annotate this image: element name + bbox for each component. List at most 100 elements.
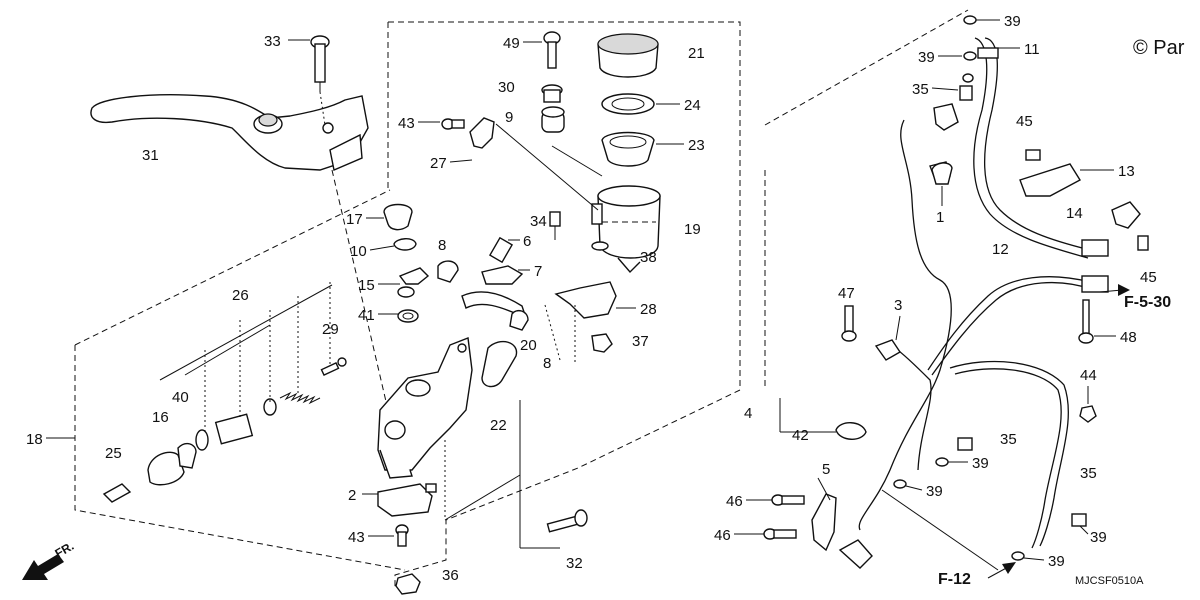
callout-45a: 45 <box>1016 113 1033 130</box>
callout-31: 31 <box>142 147 159 164</box>
joint-6-7 <box>481 236 524 285</box>
callout-23: 23 <box>688 137 705 154</box>
callout-32: 32 <box>566 555 583 572</box>
callout-38: 38 <box>640 249 657 266</box>
master-cylinder-frame <box>74 21 741 590</box>
callout-22: 22 <box>490 417 507 434</box>
callout-37: 37 <box>632 333 649 350</box>
callout-7: 7 <box>534 263 542 280</box>
callout-47: 47 <box>838 285 855 302</box>
callout-40: 40 <box>172 389 189 406</box>
leader <box>331 169 389 411</box>
brake-hose-11 <box>973 37 1091 259</box>
clamp-42 <box>835 422 867 440</box>
collar-30 <box>541 84 563 103</box>
callout-12: 12 <box>992 241 1009 258</box>
callout-8b: 8 <box>543 355 551 372</box>
bolts-45 <box>1025 149 1149 251</box>
washer-38 <box>591 241 609 251</box>
brake-lever <box>90 94 369 171</box>
callout-15: 15 <box>358 277 375 294</box>
guide <box>159 284 333 381</box>
reservoir-19 <box>591 185 661 274</box>
callout-1: 1 <box>936 209 944 226</box>
callout-18: 18 <box>26 431 43 448</box>
callout-39b: 39 <box>918 49 935 66</box>
callout-41: 41 <box>358 307 375 324</box>
stay-27 <box>441 117 495 149</box>
bolt-32 <box>546 509 588 533</box>
holder-clamp <box>481 340 518 388</box>
bolt-46 <box>763 494 805 540</box>
callout-39f: 39 <box>1048 553 1065 570</box>
oring-41 <box>397 309 419 323</box>
joint-15 <box>397 267 430 298</box>
callout-24: 24 <box>684 97 701 114</box>
diagram-code: MJCSF0510A <box>1075 575 1144 587</box>
callout-45b: 45 <box>1140 269 1157 286</box>
callout-35a: 35 <box>912 81 929 98</box>
callout-8a: 8 <box>438 237 446 254</box>
guide <box>544 304 561 361</box>
callout-11: 11 <box>1024 41 1040 58</box>
plate-24 <box>601 93 655 115</box>
stay-28 <box>554 281 617 319</box>
callout-39e: 39 <box>1090 529 1107 546</box>
boot-17 <box>383 203 413 231</box>
copyright-text: © Par <box>1133 37 1185 59</box>
leader <box>551 145 603 177</box>
callout-6: 6 <box>523 233 531 250</box>
nut-37 <box>591 333 613 353</box>
brake-light-switch <box>377 483 437 517</box>
callout-42: 42 <box>792 427 809 444</box>
callout-17: 17 <box>346 211 363 228</box>
hose-frame <box>764 9 969 390</box>
screw-43-lower <box>395 524 409 547</box>
callout-5: 5 <box>822 461 830 478</box>
callout-48: 48 <box>1120 329 1137 346</box>
brake-hose-12 <box>927 276 1096 376</box>
callout-43a: 43 <box>398 115 415 132</box>
ref-f12: F-12 <box>938 571 971 588</box>
leader <box>881 489 999 571</box>
clip-20 <box>509 309 529 331</box>
cushion-9 <box>541 106 565 133</box>
leader <box>817 477 831 501</box>
ref-arrow-f12 <box>987 562 1016 579</box>
callout-20: 20 <box>520 337 537 354</box>
clip-1 <box>931 162 953 185</box>
callout-36: 36 <box>442 567 459 584</box>
callout-21: 21 <box>688 45 705 62</box>
hose-lower <box>949 360 1069 549</box>
piston-assembly <box>102 357 347 503</box>
ref-f530: F-5-30 <box>1124 294 1171 311</box>
callouts: 33 31 49 21 30 24 9 23 43 27 17 34 19 10… <box>26 13 1157 584</box>
callout-16: 16 <box>152 409 169 426</box>
callout-39c: 39 <box>972 455 989 472</box>
callout-19: 19 <box>684 221 701 238</box>
bracket-13 <box>1019 163 1081 197</box>
bolt-49 <box>543 31 561 69</box>
callout-34: 34 <box>530 213 547 230</box>
stay-14 <box>1111 201 1141 229</box>
callout-44: 44 <box>1080 367 1097 384</box>
nut-44 <box>1079 405 1097 423</box>
callout-2: 2 <box>348 487 356 504</box>
bolt-47 <box>841 305 857 342</box>
clip-8 <box>437 260 459 283</box>
callout-46a: 46 <box>726 493 743 510</box>
callout-10: 10 <box>350 243 367 260</box>
nut-36 <box>395 573 421 595</box>
master-cylinder-body <box>377 337 473 479</box>
callout-46b: 46 <box>714 527 731 544</box>
guide <box>184 324 271 376</box>
callout-4: 4 <box>744 405 752 422</box>
callout-33: 33 <box>264 33 281 50</box>
callout-39d: 39 <box>926 483 943 500</box>
callout-30: 30 <box>498 79 515 96</box>
callout-3: 3 <box>894 297 902 314</box>
front-arrow-icon <box>22 554 64 580</box>
abs-sensor <box>838 539 873 569</box>
callout-35c: 35 <box>1080 465 1097 482</box>
washers-39 <box>893 15 1025 561</box>
